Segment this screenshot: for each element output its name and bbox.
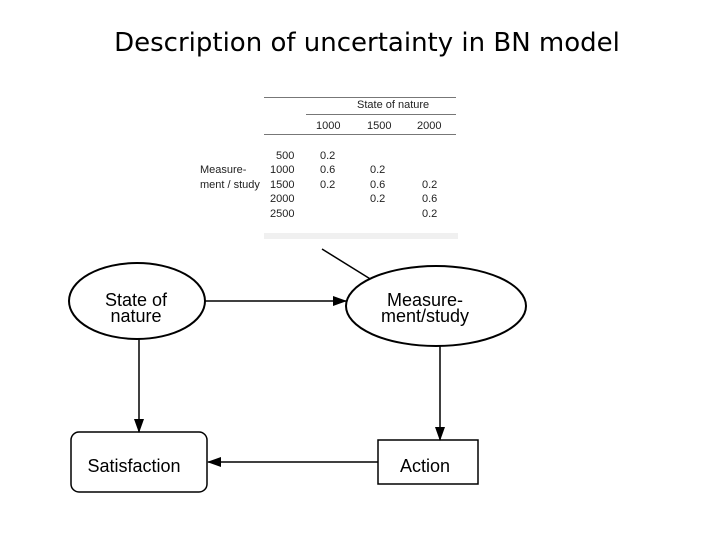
row-label: 2000 [270,193,295,205]
column-header: 1500 [367,120,392,132]
header-bottom-rule [264,134,456,135]
node-label-line: Measure- [386,290,464,310]
table-cell: 0.6 [370,179,386,191]
measurement-label: Measure- ment/study [360,290,490,326]
action-label: Action [399,456,451,476]
row-label: 2500 [270,208,295,220]
row-group-header: ment / study [200,179,260,191]
node-label-line: State of [104,290,168,310]
row-label: 500 [276,150,295,162]
measurement-node [345,265,527,347]
row-label: 1000 [270,164,295,176]
satisfaction-label: Satisfaction [87,456,181,476]
header-rule [306,114,456,115]
slide-title: Description of uncertainty in BN model [114,28,620,58]
column-header: 1000 [316,120,341,132]
row-group-header: Measure- [200,164,247,176]
table-cell: 0.2 [370,193,386,205]
action-node [377,439,479,485]
table-bottom-shade [264,233,458,239]
state-of-nature-label: State of nature [80,290,192,326]
node-label-line: ment/study [380,306,470,326]
table-cell: 0.2 [320,179,336,191]
conditional-probability-table: State of nature 1000 1500 2000 Measure- … [198,95,458,240]
node-label-line: nature [110,306,162,326]
table-cell: 0.6 [320,164,336,176]
table-cell: 0.6 [422,193,438,205]
table-cell: 0.2 [422,179,438,191]
table-cell: 0.2 [370,164,386,176]
column-group-header: State of nature [357,99,430,111]
table-top-rule [264,97,456,98]
row-label: 1500 [270,179,295,191]
table-cell: 0.2 [422,208,438,220]
table-cell: 0.2 [320,150,336,162]
column-header: 2000 [417,120,442,132]
